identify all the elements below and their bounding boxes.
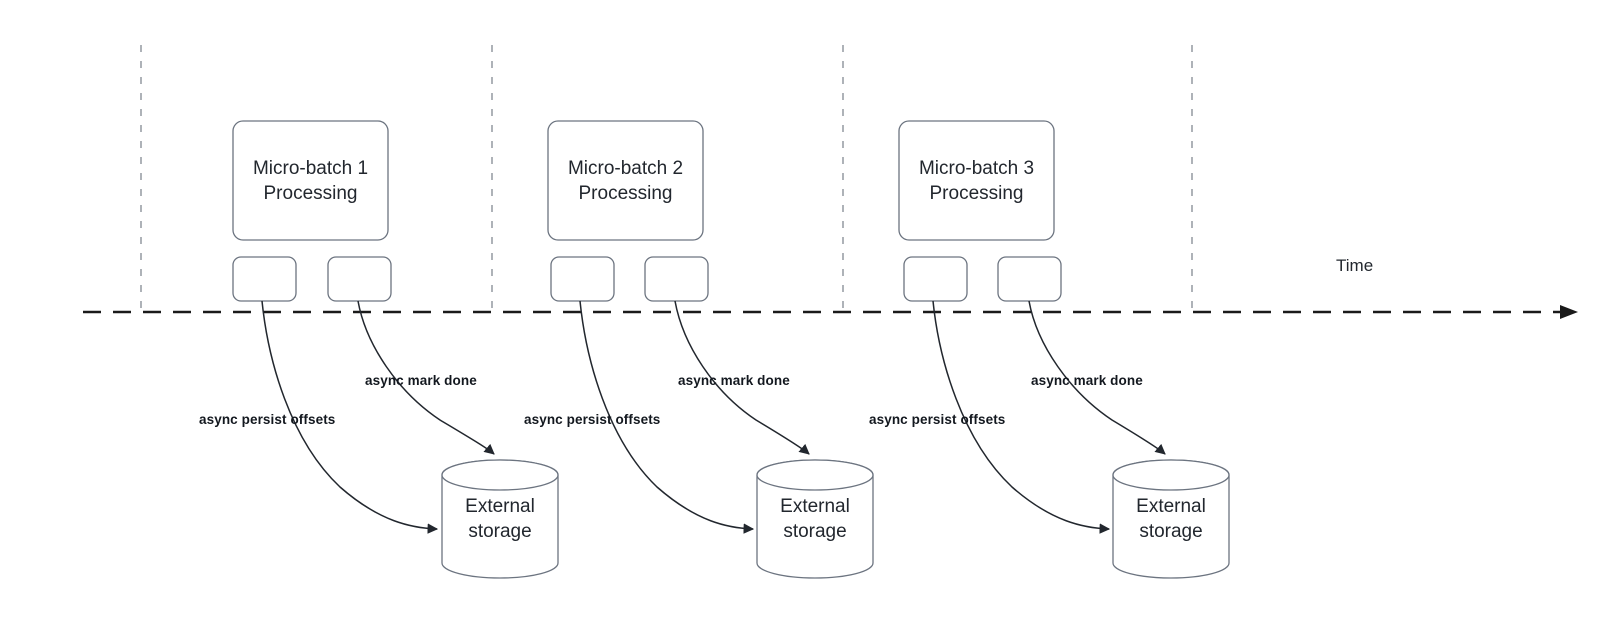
async-mark-done-curve-2: [674, 300, 810, 455]
timeline-axis-group: [83, 305, 1578, 319]
micro-batch-box-3[interactable]: [898, 120, 1055, 241]
external-storage-cylinder-top-3: [1112, 459, 1230, 491]
diagram-shapes-group: [232, 120, 1230, 579]
async-persist-offsets-curve-2: [579, 300, 755, 534]
timeline-arrow-icon: [1560, 305, 1578, 319]
task-box-mark-2[interactable]: [644, 256, 709, 302]
task-box-mark-3[interactable]: [997, 256, 1062, 302]
async-mark-done-curve-3: [1028, 300, 1166, 455]
external-storage-cylinder-top-1: [441, 459, 559, 491]
async-persist-offsets-label-3: async persist offsets: [869, 412, 1006, 427]
async-persist-offsets-label-2: async persist offsets: [524, 412, 661, 427]
async-mark-done-label-1: async mark done: [365, 373, 477, 388]
task-box-persist-2[interactable]: [550, 256, 615, 302]
async-persist-offsets-curve-1: [261, 300, 439, 534]
task-box-persist-3[interactable]: [903, 256, 968, 302]
time-axis-label: Time: [1336, 256, 1374, 275]
micro-batch-box-1[interactable]: [232, 120, 389, 241]
external-storage-cylinder-top-2: [756, 459, 874, 491]
task-box-persist-1[interactable]: [232, 256, 297, 302]
timeline-tick-group: [140, 45, 1193, 312]
micro-batch-box-2[interactable]: [547, 120, 704, 241]
async-persist-offsets-label-1: async persist offsets: [199, 412, 336, 427]
async-mark-done-curve-1: [357, 300, 495, 455]
async-mark-done-label-2: async mark done: [678, 373, 790, 388]
diagram-edges-group: [261, 300, 1166, 534]
task-box-mark-1[interactable]: [327, 256, 392, 302]
async-persist-offsets-curve-3: [932, 300, 1111, 534]
async-mark-done-label-3: async mark done: [1031, 373, 1143, 388]
